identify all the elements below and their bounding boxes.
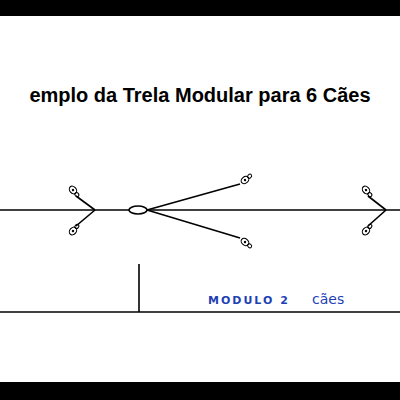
module-label: MODULO 2 bbox=[208, 294, 290, 307]
diagram-title: emplo da Trela Modular para 6 Cães bbox=[29, 84, 370, 107]
leash-lines bbox=[0, 184, 400, 312]
module-unit: cães bbox=[312, 291, 344, 307]
top-bar bbox=[0, 0, 400, 16]
snap-hooks bbox=[68, 172, 374, 249]
bottom-bar bbox=[0, 382, 400, 400]
